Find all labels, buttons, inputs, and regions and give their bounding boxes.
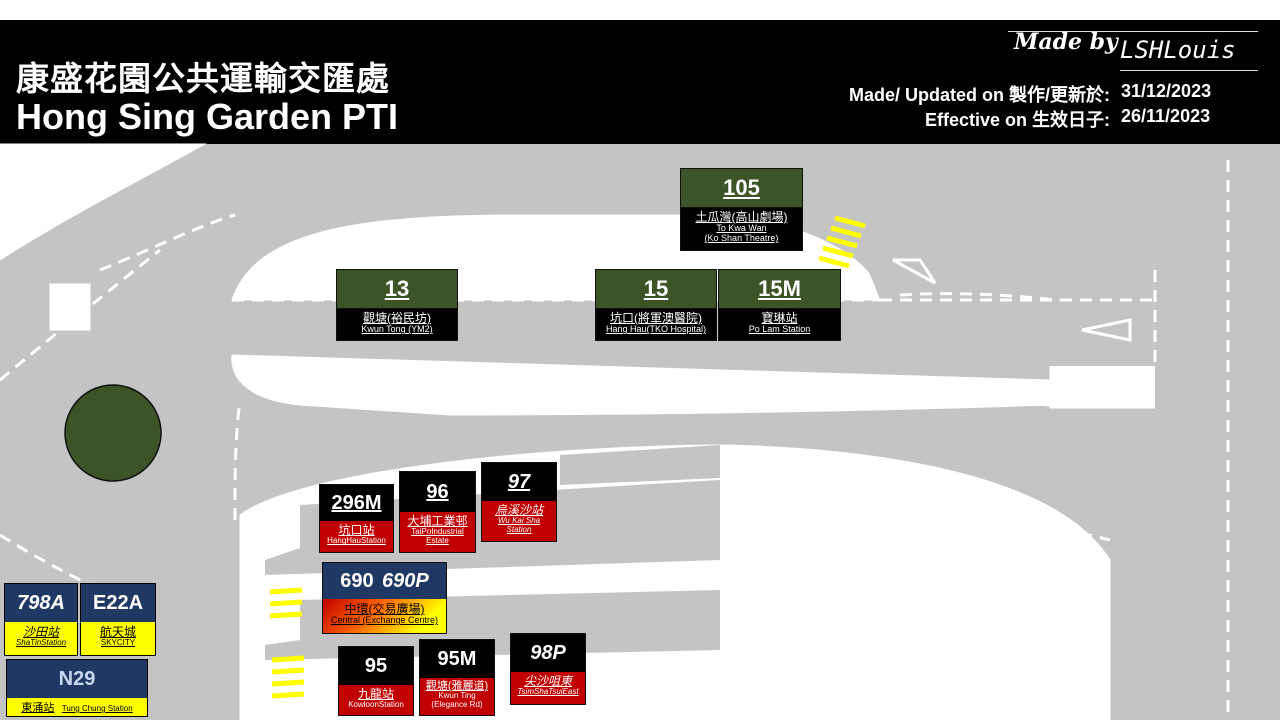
stop-sign-13: 13 觀塘(裕民坊) Kwun Tong (YM2) — [336, 269, 458, 341]
route-number: 13 — [384, 276, 410, 301]
header-bar: 康盛花園公共運輸交匯處 Hong Sing Garden PTI — [0, 20, 1280, 144]
stop-sign-e22a: E22A 航天城 SKYCITY — [80, 583, 156, 656]
stop-sign-96: 96 大埔工業邨 TaiPoIndustrial Estate — [399, 471, 476, 553]
route-number: 105 — [723, 175, 760, 200]
destination-zh: 觀塘(裕民坊) — [363, 311, 431, 325]
stop-sign-98p: 98P 尖沙咀東 TsimShaTsuiEast — [510, 633, 586, 705]
route-number: 96 — [426, 481, 449, 503]
destination-en: Hang Hau(TKO Hospital) — [605, 324, 707, 335]
destination-zh: 坑口站 — [338, 523, 375, 537]
destination-en: TsimShaTsuiEast — [517, 687, 579, 697]
destination-en: TaiPoIndustrial — [411, 527, 464, 537]
destination-en-line2: Estate — [426, 535, 449, 545]
route-number-2: 690P — [382, 570, 429, 592]
author-name: LSHLouis — [1120, 36, 1236, 64]
stop-sign-690: 690 690P 中環(交易廣場) Central (Exchange Cent… — [322, 562, 447, 634]
route-number: 98P — [530, 642, 566, 664]
title-chinese: 康盛花園公共運輸交匯處 — [16, 59, 390, 98]
destination-en: KowloonStation — [348, 700, 404, 710]
destination-en: Central (Exchange Centre) — [330, 615, 439, 626]
hatched-markings — [234, 356, 1052, 407]
stop-sign-n29: N29 東涌站 Tung Chung Station — [6, 659, 148, 717]
destination-zh: 航天城 — [99, 625, 136, 639]
destination-zh: 九龍站 — [357, 687, 394, 701]
updated-label: Made/ Updated on 製作/更新於: — [849, 85, 1110, 105]
pedestrian-crossings — [269, 215, 866, 699]
made-by-label: Made by — [1014, 29, 1118, 55]
stop-sign-97: 97 烏溪沙站 Wu Kai Sha Station — [481, 462, 557, 542]
route-number: 798A — [17, 592, 65, 614]
destination-en: To Kwa Wan — [716, 223, 767, 234]
destination-zh: 寶琳站 — [761, 311, 798, 325]
destination-zh: 觀塘(雅麗道) — [425, 680, 489, 692]
route-number: 15 — [643, 276, 669, 301]
stop-sign-15: 15 坑口(將軍澳醫院) Hang Hau(TKO Hospital) — [595, 269, 717, 341]
main-road — [800, 160, 1160, 366]
destination-zh: 大埔工業邨 — [407, 514, 468, 528]
destination-en: Kwun Tong (YM2) — [361, 324, 433, 335]
route-number: 15M — [758, 276, 801, 301]
destination-zh: 東涌站 — [21, 702, 55, 714]
destination-en: Wu Kai Sha — [497, 516, 541, 526]
destination-zh: 烏溪沙站 — [494, 503, 543, 517]
credit-divider — [1008, 31, 1258, 32]
destination-en-line2: (Ko Shan Theatre) — [704, 233, 779, 244]
destination-en-line2: Station — [506, 524, 532, 534]
author-underline — [1120, 70, 1258, 71]
title-english: Hong Sing Garden PTI — [16, 96, 399, 137]
destination-zh: 中環(交易廣場) — [344, 602, 425, 616]
route-number: 690 — [340, 570, 374, 592]
destination-zh: 沙田站 — [22, 625, 59, 639]
effective-date: 26/11/2023 — [1121, 106, 1211, 126]
destination-en: SKYCITY — [100, 638, 136, 648]
stop-sign-296m: 296M 坑口站 HangHauStation — [319, 484, 394, 553]
direction-arrows — [892, 258, 1132, 342]
roundabout-island — [64, 384, 162, 482]
destination-en: Kwun Ting — [438, 691, 476, 701]
stop-sign-15m: 15M 寶琳站 Po Lam Station — [718, 269, 841, 341]
destination-en-line2: (Elegance Rd) — [431, 699, 483, 709]
stop-sign-105: 105 土瓜灣(高山劇場) To Kwa Wan (Ko Shan Theatr… — [680, 168, 803, 251]
destination-en: Po Lam Station — [748, 324, 811, 335]
destination-en: HangHauStation — [327, 536, 386, 546]
destination-en: Tung Chung Station — [61, 704, 133, 713]
route-number: 296M — [331, 492, 382, 514]
route-number: E22A — [92, 592, 144, 614]
updated-date: 31/12/2023 — [1121, 81, 1212, 101]
route-number: 97 — [507, 471, 531, 493]
stop-sign-798a: 798A 沙田站 ShaTinStation — [4, 583, 78, 656]
route-number: 95 — [364, 655, 388, 677]
destination-zh: 坑口(將軍澳醫院) — [610, 311, 702, 325]
route-number: N29 — [58, 668, 96, 690]
destination-zh: 土瓜灣(高山劇場) — [695, 210, 788, 224]
route-number: 95M — [437, 648, 477, 670]
stop-sign-95m: 95M 觀塘(雅麗道) Kwun Ting (Elegance Rd) — [419, 639, 495, 716]
destination-zh: 尖沙咀東 — [523, 674, 572, 688]
stop-sign-95: 95 九龍站 KowloonStation — [338, 646, 414, 716]
effective-label: Effective on 生效日子: — [924, 110, 1110, 130]
destination-en: ShaTinStation — [15, 638, 67, 648]
